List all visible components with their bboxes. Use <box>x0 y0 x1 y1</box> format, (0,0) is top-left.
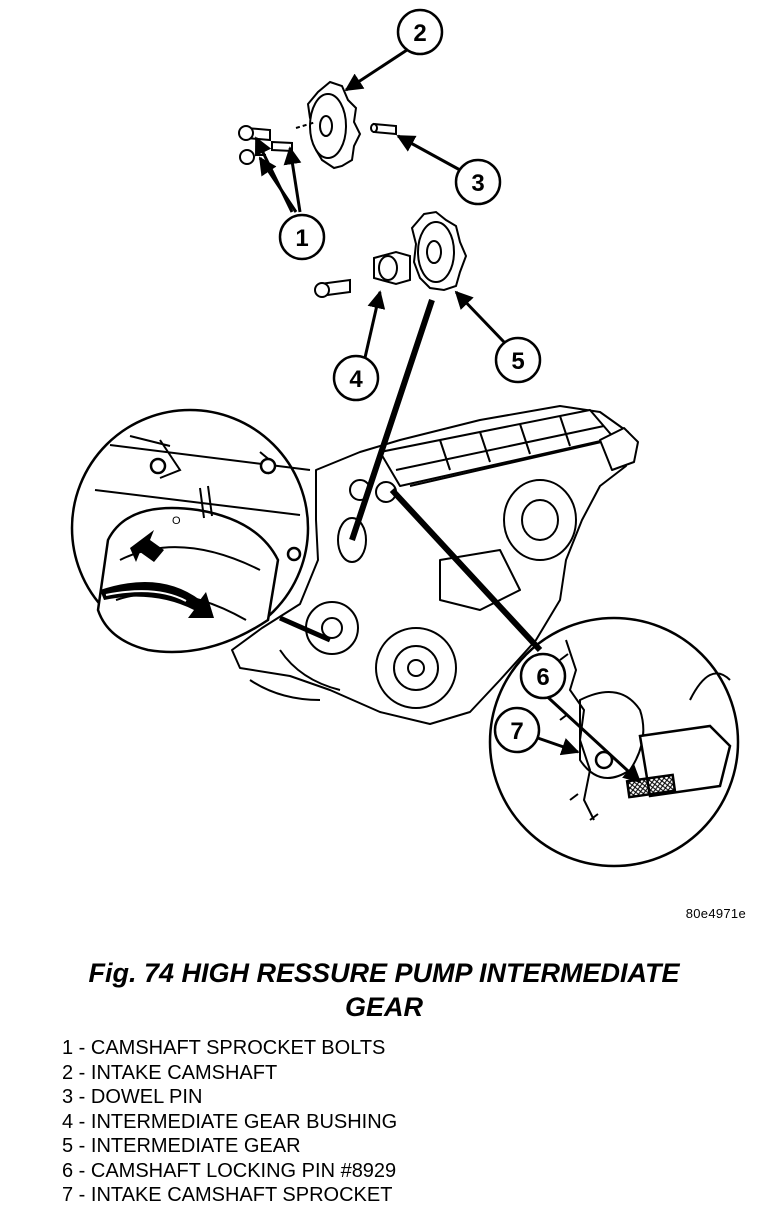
callout-3: 3 <box>454 158 502 206</box>
legend-item: 5 - INTERMEDIATE GEAR <box>62 1135 301 1157</box>
legend-item: 4 - INTERMEDIATE GEAR BUSHING <box>62 1110 398 1133</box>
callout-5-label: 5 <box>511 348 524 375</box>
callout-5: 5 <box>494 336 542 384</box>
caption-line-1: Fig. 74 HIGH RESSURE PUMP INTERMEDIATE <box>88 958 680 988</box>
figure-caption: Fig. 74 HIGH RESSURE PUMP INTERMEDIATE G… <box>0 956 768 1024</box>
figure-reference-code: 80e4971e <box>685 906 746 921</box>
engine-drawing <box>231 405 639 725</box>
leader-lines <box>254 46 642 784</box>
legend-item: 7 - INTAKE CAMSHAFT SPROCKET <box>62 1184 393 1206</box>
legend-item: 6 - CAMSHAFT LOCKING PIN #8929 <box>62 1159 397 1182</box>
legend-item: 1 - CAMSHAFT SPROCKET BOLTS <box>62 1037 386 1059</box>
intake-camshaft-sprocket-drawing <box>238 80 397 170</box>
callout-6: 6 <box>519 652 567 700</box>
legend-item: 2 - INTAKE CAMSHAFT <box>62 1061 278 1084</box>
svg-text:O: O <box>172 515 181 527</box>
callout-6-label: 6 <box>536 664 549 691</box>
callout-bubbles: 1 2 3 4 5 6 7 <box>278 8 567 754</box>
legend-item: 3 - DOWEL PIN <box>62 1086 203 1108</box>
callout-1-label: 1 <box>295 225 308 252</box>
callout-2-label: 2 <box>413 20 426 47</box>
caption-line-2: GEAR <box>344 992 423 1022</box>
intermediate-gear-drawing <box>314 210 468 298</box>
callout-7-label: 7 <box>510 718 523 745</box>
callout-4: 4 <box>332 354 380 402</box>
callout-4-label: 4 <box>349 366 363 393</box>
callout-2: 2 <box>396 8 444 56</box>
callout-1: 1 <box>278 213 326 261</box>
callout-3-label: 3 <box>471 170 484 197</box>
parts-legend: 1 - CAMSHAFT SPROCKET BOLTS 2 - INTAKE C… <box>62 1036 397 1208</box>
timing-mark-detail-drawing: O <box>70 408 311 654</box>
callout-7: 7 <box>493 706 541 754</box>
technical-illustration: O 1 <box>70 8 740 868</box>
